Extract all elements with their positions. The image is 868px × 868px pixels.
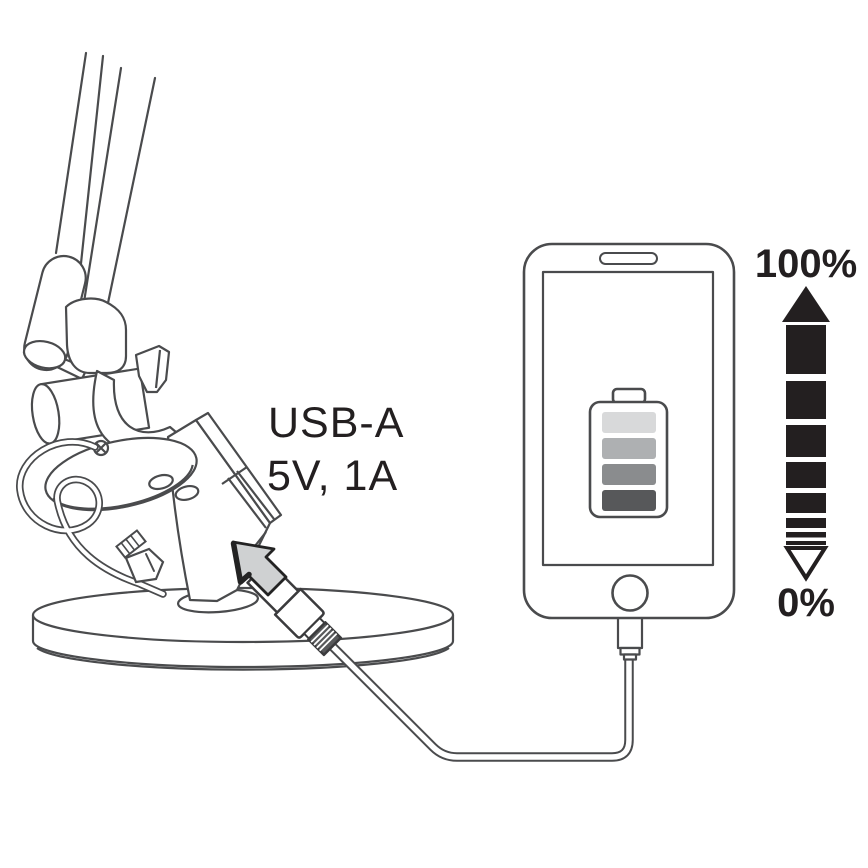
connector-plug	[616, 615, 644, 650]
connector-neck	[622, 653, 638, 661]
arm-rod-line	[75, 54, 105, 303]
phone-speaker	[599, 252, 658, 265]
plate-rim	[51, 464, 194, 510]
port-channel-line	[227, 477, 267, 529]
gauge-bar	[786, 532, 826, 538]
insert-arrow-icon	[230, 540, 288, 597]
arm-rod-line	[54, 51, 88, 255]
battery-segment-bottom	[602, 490, 656, 511]
lamp-arm	[54, 51, 157, 305]
gauge-down-arrow-icon	[783, 546, 829, 582]
battery-segment-3	[602, 464, 656, 485]
plate-hole	[174, 485, 200, 501]
joint-plate	[44, 436, 200, 512]
gauge-up-arrow-icon	[782, 286, 830, 322]
phone	[522, 242, 736, 661]
clamp-head	[64, 297, 128, 375]
home-button	[611, 574, 649, 612]
lamp-joint	[22, 254, 185, 457]
stem-top-face	[194, 411, 283, 525]
gauge-bar	[786, 325, 826, 374]
strain-relief-hatch	[310, 624, 338, 652]
charge-gauge: 100% 0%	[755, 242, 857, 625]
power-cord	[16, 438, 167, 598]
joint-tab-fold	[154, 349, 162, 389]
charging-cable	[325, 639, 634, 762]
plate-hole	[148, 473, 174, 491]
lamp-base	[31, 586, 455, 671]
cable-core	[327, 641, 632, 760]
base-bottom-rim	[36, 647, 450, 671]
battery-segment-top	[602, 412, 656, 433]
battery-segment-2	[602, 438, 656, 459]
battery-icon	[588, 387, 669, 519]
port-opening-edge	[221, 466, 248, 485]
gauge-bar	[786, 425, 826, 457]
cord-clip-slot	[145, 553, 155, 572]
strain-relief	[307, 621, 343, 657]
joint-tab	[134, 344, 171, 394]
cord-clip	[124, 547, 165, 584]
gauge-bar	[786, 381, 826, 419]
power-spec-label: 5V, 1A	[267, 452, 398, 500]
usb-a-label: USB-A	[268, 399, 404, 447]
ferrule-bands	[120, 534, 141, 555]
capsule-cap	[22, 340, 67, 370]
cord-core	[17, 440, 165, 596]
gauge-bar	[786, 493, 826, 513]
gauge-bar	[786, 541, 826, 545]
gauge-bar	[786, 462, 826, 488]
plate-disc	[44, 436, 198, 512]
gauge-bar	[786, 518, 826, 528]
cord-ferrule	[115, 529, 147, 559]
arm-rod-line	[82, 66, 123, 304]
gauge-max-label: 100%	[755, 242, 857, 286]
base-top	[31, 586, 455, 644]
phone-connector	[616, 615, 644, 661]
arm-rod-line	[106, 76, 157, 305]
port-channel-line	[236, 470, 275, 520]
gauge-min-label: 0%	[777, 581, 835, 625]
insert-arrow-shadow	[230, 540, 252, 585]
